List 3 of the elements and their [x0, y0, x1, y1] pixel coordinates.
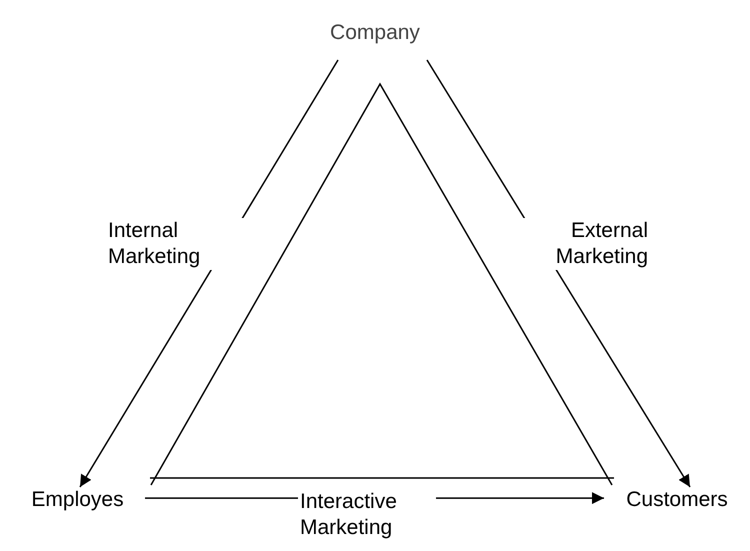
node-label: Company — [330, 20, 420, 46]
node-label: Customers — [626, 487, 728, 513]
node-label: Employes — [31, 487, 124, 513]
